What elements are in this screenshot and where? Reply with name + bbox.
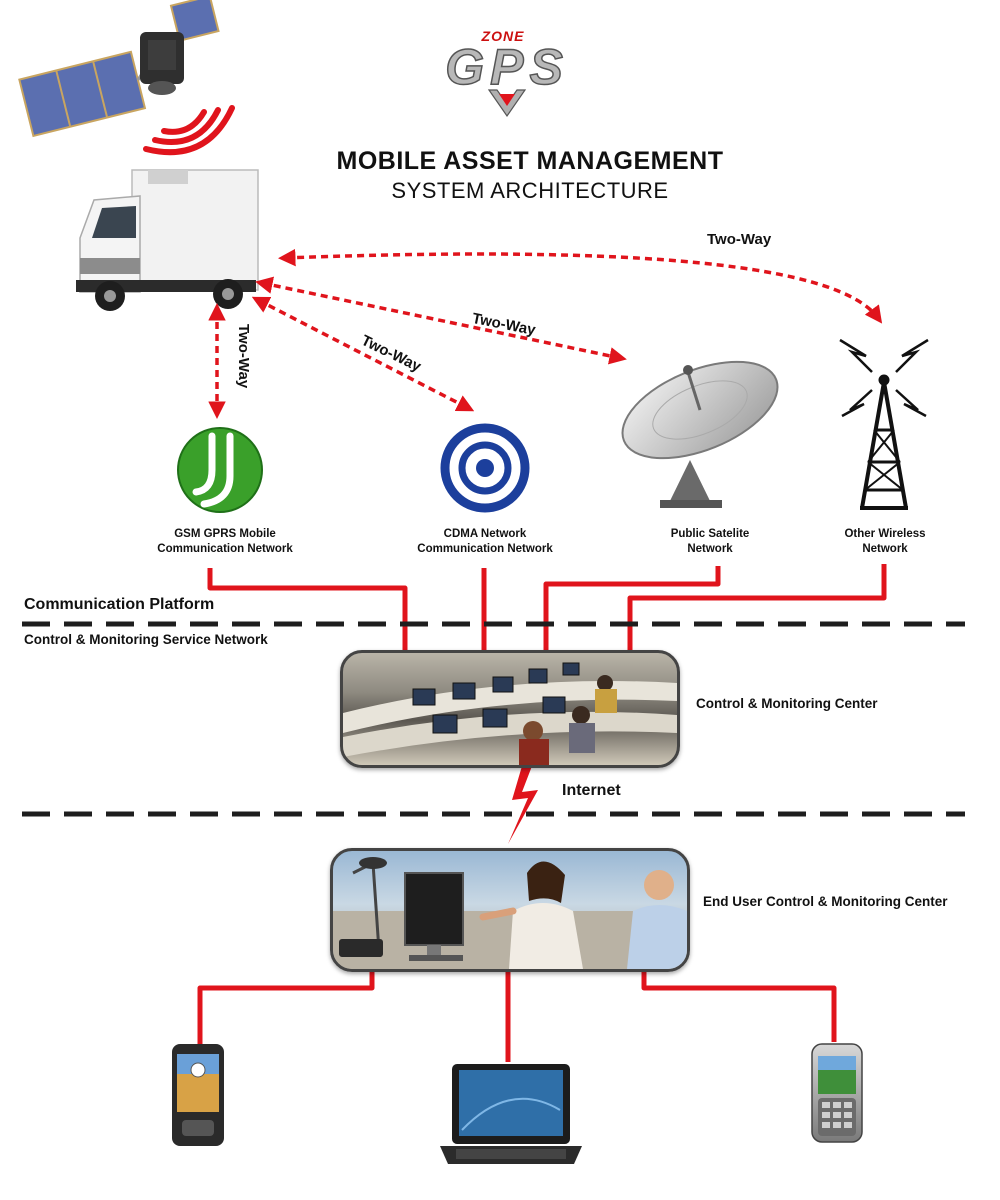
diagram-subtitle: SYSTEM ARCHITECTURE [391, 178, 669, 203]
satellite-icon [18, 0, 220, 138]
end-user-center-photo [330, 848, 690, 972]
truck-icon [76, 169, 259, 311]
cdma-network-label-line2: Communication Network [417, 543, 553, 555]
satellite-network-label-line2: Network [687, 543, 733, 555]
satellite-network-label-line1: Public Satelite [670, 528, 750, 540]
wireless-network-label-line2: Network [862, 543, 908, 555]
gsm-network-icon [177, 427, 263, 513]
link-truck-dish [255, 276, 627, 365]
logo-zone-text: ZONE [481, 28, 525, 44]
two-way-label-gsm: Two-Way [235, 324, 252, 389]
cdma-network-label-line1: CDMA Network [443, 528, 527, 540]
wireless-tower-icon [839, 338, 929, 510]
control-center-photo [340, 650, 680, 768]
control-room-illustration [343, 662, 677, 765]
satellite-network-label: Public Satelite Network [640, 527, 780, 557]
logo-chevron-icon [487, 89, 527, 118]
link-truck-tower [278, 248, 883, 324]
gsm-network-label-line1: GSM GPRS Mobile [174, 528, 276, 540]
cdma-network-label: CDMA Network Communication Network [395, 527, 575, 557]
smartphone-icon [172, 1044, 224, 1146]
diagram-title: MOBILE ASSET MANAGEMENT [336, 147, 724, 175]
mobile-phone-icon [811, 1043, 863, 1143]
communication-platform-label: Communication Platform [24, 596, 215, 613]
laptop-icon [440, 1064, 582, 1164]
end-user-office-illustration [333, 857, 687, 969]
link-truck-cdma [251, 296, 475, 412]
internet-label: Internet [562, 782, 621, 799]
internet-lightning-icon [508, 766, 538, 844]
gsm-network-label-line2: Communication Network [157, 543, 293, 555]
device-feed-lines [197, 968, 837, 1062]
control-center-label: Control & Monitoring Center [696, 696, 878, 711]
logo-gps-text: GPS [444, 39, 569, 95]
wireless-network-label: Other Wireless Network [818, 527, 952, 557]
two-way-links [208, 248, 883, 419]
end-user-center-label: End User Control & Monitoring Center [703, 894, 948, 909]
signal-waves-icon [143, 105, 235, 156]
satellite-dish-icon [621, 360, 779, 508]
control-network-label: Control & Monitoring Service Network [24, 632, 268, 647]
network-feed-lines [207, 564, 887, 656]
two-way-label-tower: Two-Way [707, 231, 772, 248]
gsm-network-label: GSM GPRS Mobile Communication Network [135, 527, 315, 557]
wireless-network-label-line1: Other Wireless [844, 528, 926, 540]
cdma-network-icon [440, 423, 530, 513]
